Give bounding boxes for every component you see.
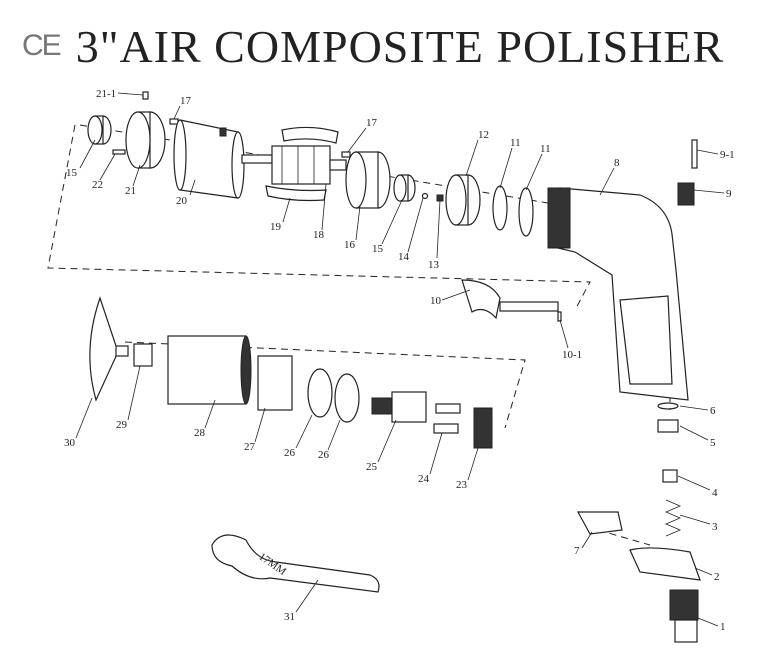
- callout-23: 23: [456, 479, 468, 491]
- part-6-washer: [657, 402, 679, 410]
- callout-15-b: 15: [372, 243, 384, 255]
- part-21-1-screw: [142, 91, 149, 100]
- part-19-vanes: [265, 126, 339, 202]
- title-text: 3"AIR COMPOSITE POLISHER: [75, 20, 725, 72]
- part-22-pin: [112, 149, 126, 155]
- part-10-1-pin: [557, 311, 562, 322]
- callout-17-b: 17: [366, 117, 378, 129]
- callout-15-a: 15: [66, 167, 78, 179]
- part-2-exhaust-cover: [629, 547, 701, 581]
- part-23-planet-gears: [473, 407, 493, 449]
- part-26-bearing-b: [334, 373, 360, 423]
- part-30-polishing-pad: [89, 296, 129, 402]
- callout-19: 19: [270, 221, 282, 233]
- callout-2: 2: [714, 571, 720, 583]
- callout-12: 12: [478, 129, 489, 141]
- ce-mark: CE: [22, 29, 62, 62]
- part-15-bearing-left: [87, 115, 112, 145]
- part-11-o-ring-b: [518, 187, 534, 237]
- part-9-lever: [677, 182, 695, 206]
- callout-11-b: 11: [540, 143, 551, 155]
- part-4-valve: [662, 469, 678, 483]
- part-10-trigger: [461, 279, 559, 320]
- callout-28: 28: [194, 427, 206, 439]
- part-15-bearing-right: [393, 174, 416, 202]
- part-7-deflector: [576, 511, 623, 535]
- part-3-spring: [664, 499, 682, 537]
- leader-lines: [75, 92, 725, 627]
- part-18-rotor: [241, 145, 347, 185]
- callout-1: 1: [720, 621, 726, 633]
- diagram-title: CE 3"AIR COMPOSITE POLISHER: [22, 18, 724, 74]
- part-9-1-screw: [691, 139, 698, 169]
- callout-6: 6: [710, 405, 716, 417]
- part-27-ring-gear: [257, 355, 293, 411]
- callout-14: 14: [398, 251, 410, 263]
- callout-11-a: 11: [510, 137, 521, 149]
- callout-26-b: 26: [318, 449, 330, 461]
- part-12-gear-plate: [445, 174, 481, 226]
- part-24-pin-a: [435, 403, 461, 414]
- part-16-end-plate: [345, 151, 391, 209]
- callout-8: 8: [614, 157, 620, 169]
- callout-13: 13: [428, 259, 440, 271]
- callout-16: 16: [344, 239, 356, 251]
- part-29-nut: [133, 343, 153, 367]
- part-8-housing: [547, 187, 689, 401]
- callout-29: 29: [116, 419, 128, 431]
- callout-18: 18: [313, 229, 325, 241]
- callout-17-a: 17: [180, 95, 192, 107]
- callout-21: 21: [125, 185, 136, 197]
- part-14-ball: [421, 192, 429, 200]
- callout-25: 25: [366, 461, 378, 473]
- callout-21-1: 21-1: [96, 88, 116, 100]
- callout-31: 31: [284, 611, 295, 623]
- callout-10: 10: [430, 295, 442, 307]
- callout-9-1: 9-1: [720, 149, 735, 161]
- part-1-air-inlet: [669, 589, 699, 643]
- callout-10-1: 10-1: [562, 349, 582, 361]
- callout-5: 5: [710, 437, 716, 449]
- part-20-cylinder: [173, 119, 245, 199]
- part-28-gear-housing: [167, 335, 252, 405]
- callout-9: 9: [726, 188, 732, 200]
- part-17-pin-b: [341, 151, 351, 158]
- part-25-spindle: [371, 391, 427, 423]
- part-26-bearing-a: [307, 368, 333, 418]
- part-11-o-ring-a: [492, 185, 508, 231]
- callout-27: 27: [244, 441, 256, 453]
- callout-26-a: 26: [284, 447, 296, 459]
- callout-24: 24: [418, 473, 430, 485]
- callout-22: 22: [92, 179, 103, 191]
- callout-7: 7: [574, 545, 580, 557]
- part-21-end-plate: [125, 111, 166, 169]
- part-24-pin-b: [433, 423, 459, 434]
- callout-labels: 21-1 17 17 15 22 21 20 19 18 16 15 14 13…: [64, 88, 735, 633]
- part-5-bushing: [657, 419, 679, 433]
- callout-3: 3: [712, 521, 718, 533]
- callout-30: 30: [64, 437, 76, 449]
- callout-20: 20: [176, 195, 188, 207]
- part-17-pin-a: [169, 118, 179, 125]
- callout-4: 4: [712, 487, 718, 499]
- part-31-wrench: 17MM: [211, 534, 380, 593]
